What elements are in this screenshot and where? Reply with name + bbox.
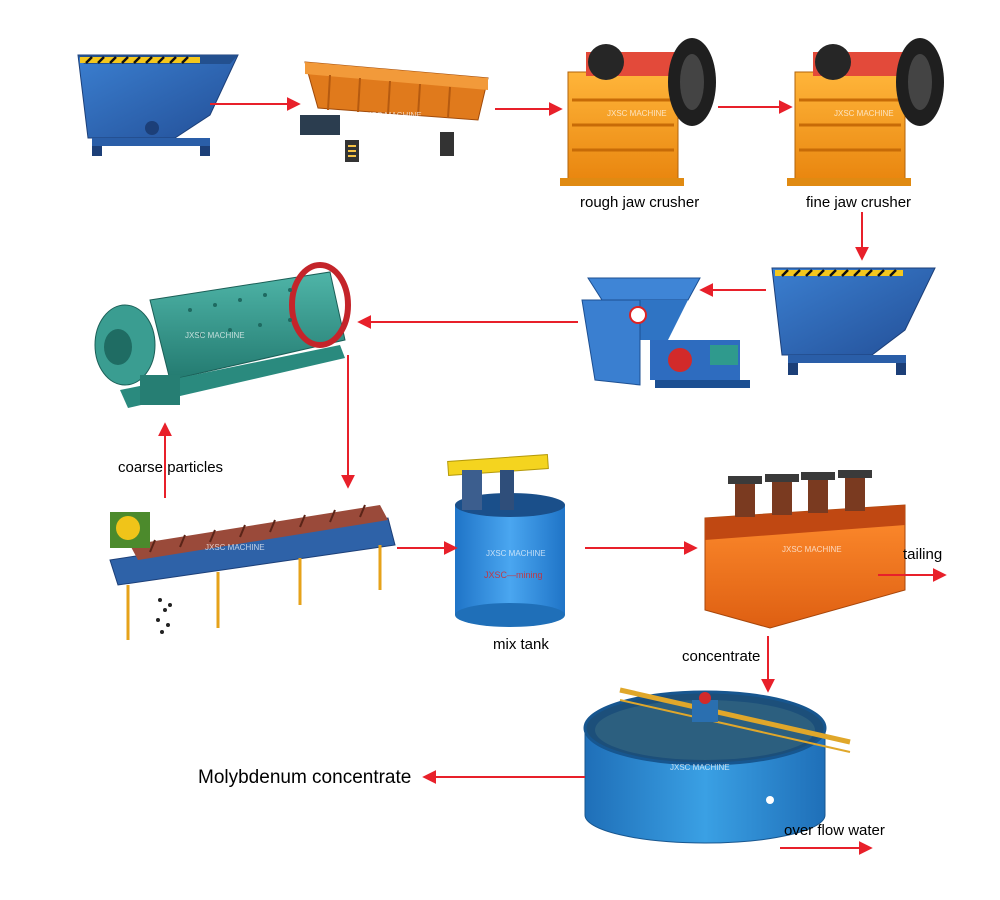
label-rough-jaw-crusher: rough jaw crusher: [580, 194, 700, 211]
hopper-1-icon: [77, 54, 239, 156]
mix-tank-icon: JXSC MACHINE JXSC—mining: [447, 453, 565, 627]
ball-mill-icon: JXSC MACHINE: [94, 262, 351, 408]
flotation-machine-icon: JXSC MACHINE: [704, 470, 906, 629]
fine-crusher-watermark: JXSC MACHINE: [834, 109, 894, 118]
label-concentrate: concentrate: [682, 648, 761, 665]
classifier-watermark: JXSC MACHINE: [205, 543, 265, 552]
label-molybdenum-concentrate: Molybdenum concentrate: [198, 767, 412, 788]
spiral-classifier-icon: JXSC MACHINE: [109, 504, 396, 640]
belt-feeder-icon: [581, 277, 750, 388]
flotation-watermark: JXSC MACHINE: [782, 545, 842, 554]
mix-tank-watermark: JXSC MACHINE: [486, 549, 546, 558]
fine-jaw-crusher-icon: JXSC MACHINE: [787, 38, 944, 186]
label-coarse-particles: coarse particles: [118, 459, 224, 476]
flow-arrows: [158, 97, 947, 855]
mix-tank-mark: JXSC—mining: [484, 570, 543, 580]
label-fine-jaw-crusher: fine jaw crusher: [806, 194, 912, 211]
hopper-2-icon: [771, 267, 936, 375]
ball-mill-watermark: JXSC MACHINE: [185, 331, 245, 340]
label-mix-tank: mix tank: [493, 636, 549, 653]
thickener-watermark: JXSC MACHINE: [670, 763, 730, 772]
rough-jaw-crusher-icon: JXSC MACHINE: [560, 38, 716, 186]
rough-crusher-watermark: JXSC MACHINE: [607, 109, 667, 118]
label-over-flow-water: over flow water: [784, 822, 885, 839]
vibrating-feeder-watermark: JXSC MACHINE: [362, 111, 422, 120]
label-tailing: tailing: [903, 546, 943, 563]
thickener-icon: JXSC MACHINE: [583, 687, 851, 844]
vibrating-feeder-icon: JXSC MACHINE: [300, 61, 489, 162]
